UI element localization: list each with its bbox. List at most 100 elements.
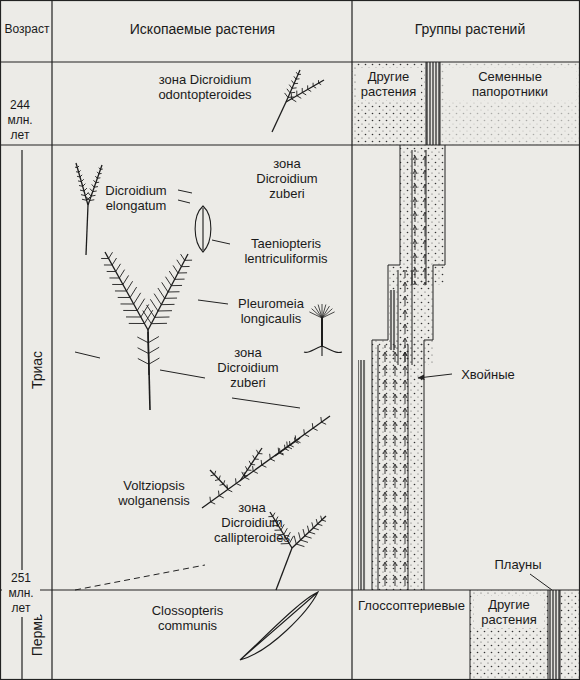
pinna [220,484,224,485]
pinna [211,475,215,476]
group-callout: Плауны [490,556,546,573]
pinna [270,459,275,461]
pinna [312,522,313,528]
pinna [91,195,95,197]
pinna [104,264,112,265]
pinna [185,260,192,261]
plant-drawings [75,70,342,660]
pinna [165,277,171,286]
pinna [147,305,155,317]
pinna [127,281,133,291]
zone-name: зона Dicroidium odontopteroides [150,72,260,102]
pinna [82,199,87,200]
pinna [138,359,149,365]
pinna [284,445,285,449]
pinna [318,80,319,83]
group-callout: Хвойные [455,366,521,383]
pinna [298,74,301,75]
pinna [235,478,237,483]
pinna [278,448,280,453]
pinna [292,87,297,88]
pinna [307,85,308,89]
pinna [291,99,296,102]
species-name: Pleuromeia longicaulis [230,296,312,326]
pinna [109,252,113,258]
pinna [244,475,248,476]
age-label: 244 млн. лет [3,98,37,143]
pinna [115,290,127,291]
pinna [218,491,220,496]
pinna [321,422,326,424]
plant-stem [86,205,88,255]
pinna [161,304,174,305]
pinna [138,348,149,354]
pinna [80,175,82,177]
pinna [236,483,241,485]
pinna [90,189,93,192]
plant-stem [240,448,262,481]
pinna [285,449,289,451]
plant-stem [276,548,292,590]
group-box: Семенные папоротники [440,62,580,145]
pinna [301,540,309,542]
pinna [158,310,172,311]
step-outlines [372,62,560,680]
pinna [101,258,108,259]
pinna [303,529,305,536]
plant-stem [272,102,286,132]
pinna [294,438,295,442]
leaf [322,312,335,318]
pinna [79,170,81,172]
pinna [177,260,182,267]
pinna [75,167,77,169]
plant-stem [105,252,148,330]
pinna [215,471,216,475]
pinna [215,480,219,481]
group-box: Глоссоптериевые [352,590,470,680]
pinna [286,442,288,447]
species-name: Taeniopteris lentriculiformis [232,236,340,266]
pinna [169,271,174,279]
pinna [305,536,312,538]
pinna [313,86,316,88]
pinna [90,199,95,201]
pinna [77,176,80,178]
pinna [279,448,280,452]
pinna [95,176,97,178]
pinna [292,80,294,83]
pinna [148,337,159,343]
pinna [81,195,85,196]
pinna [100,169,102,170]
pinna [296,72,298,74]
leader-line [198,300,228,304]
group-box: Другие растения [352,62,425,145]
pinna [150,299,158,311]
pinna [219,476,220,480]
pinna [129,323,145,324]
pinna [107,271,116,272]
pinna [77,166,79,168]
pinna [294,83,298,84]
period-name: Триас [29,351,45,389]
pinna [290,92,295,93]
pinna [256,450,258,454]
pinna [123,310,137,311]
leaf [240,592,318,660]
pinna [112,258,116,265]
pinna [245,466,247,470]
pinna [88,193,91,196]
column-header: Группы растений [380,22,560,37]
hatched-strip [358,360,366,590]
pinna [137,299,144,311]
period-name: Пермь [29,614,45,657]
dotted-fill [560,590,580,680]
pinna [304,434,309,436]
pinna [120,303,133,304]
arrow-fill [412,150,426,285]
pinna [219,496,224,498]
pinna [308,89,311,91]
pinna [297,96,301,99]
pinna [123,275,129,284]
dotted-fill [470,590,548,680]
